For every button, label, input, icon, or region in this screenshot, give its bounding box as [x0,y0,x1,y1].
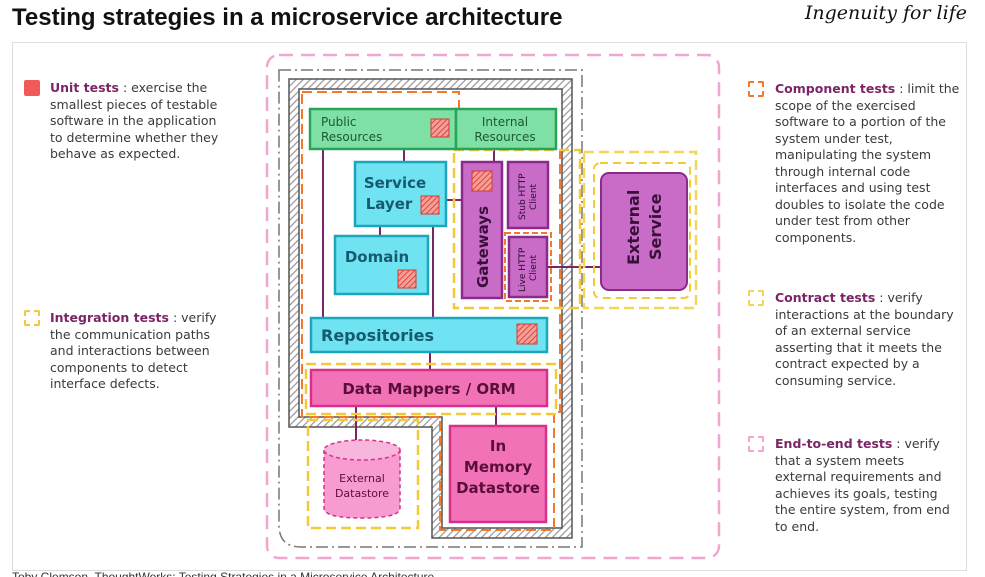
public-resources-box: Public Resources [308,107,458,151]
page-title: Testing strategies in a microservice arc… [12,4,563,31]
contract-test-swatch [748,290,764,306]
legend-line: : verify [875,290,923,305]
in-memory-datastore-label-line1: In [490,437,506,455]
external-service-label-line2: Service [646,193,665,260]
legend-line: under test from other [775,213,910,228]
microservice-boundary [278,69,583,548]
brand-logo: Ingenuity for life [804,2,967,24]
in-memory-datastore-label-line3: Datastore [456,479,540,497]
legend-line: the communication paths [50,326,211,342]
legend-line: manipulating the system [775,147,932,162]
service-hatched-border [288,78,573,539]
gateways-label: Gateways [474,206,492,288]
component-test-swatch [748,81,764,97]
legend-line: doubles to isolate the code [775,196,945,212]
in-memory-datastore-label-line2: Memory [464,458,532,476]
contract-tests-legend: Contract tests : verify interactions at … [775,290,975,389]
repositories-label: Repositories [321,326,434,345]
repositories-box: Repositories [309,316,549,354]
legend-line: asserting that it meets the [775,339,942,355]
unit-test-marker [430,118,450,138]
legend-line: : limit the [895,81,960,96]
domain-label: Domain [345,248,409,266]
legend-line: interactions at the boundary [775,306,954,322]
legend-line: and interactions between [50,343,210,358]
external-datastore-cylinder: External Datastore [323,439,401,519]
public-resources-label-line2: Resources [321,130,382,144]
internal-resources-box: Internal Resources [454,107,558,151]
legend-line: : verify [168,310,217,325]
integration-tests-heading: Integration tests [50,310,169,325]
service-layer-label-line1: Service [364,174,426,192]
e2e-tests-legend: End-to-end tests : verify that a system … [775,436,975,535]
internal-resources-label-line2: Resources [474,130,535,144]
unit-tests-legend: Unit tests : exercise the smallest piece… [50,80,250,163]
e2e-boundary [265,53,721,560]
external-datastore-label-line1: External [339,472,385,485]
live-client-component-boundary [504,232,552,302]
legend-line: components. [775,229,857,245]
domain-box: Domain [333,234,430,296]
live-http-client-box: Live HTTP Client [507,235,549,299]
data-mappers-box: Data Mappers / ORM [309,368,549,408]
legend-line: smallest pieces of testable [50,96,218,112]
service-layer-label-line2: Layer [366,195,413,213]
legend-line: contract expected by a [775,356,920,371]
legend-line: : verify [892,436,940,451]
external-datastore-label-line2: Datastore [335,487,389,500]
component-tests-heading: Component tests [775,81,896,96]
internal-resources-label-line1: Internal [482,115,528,129]
external-service-box: External Service [600,172,688,291]
in-memory-datastore-box: In Memory Datastore [448,424,548,524]
unit-test-marker [420,195,440,215]
external-service-boundary [593,162,691,299]
legend-line: through internal code [775,163,911,179]
legend-line: that a system meets [775,452,905,468]
data-mappers-label: Data Mappers / ORM [342,380,515,398]
legend-line: system under test, [775,130,893,146]
legend-line: to end. [775,518,820,534]
connectors [322,148,604,440]
e2e-tests-heading: End-to-end tests [775,436,893,451]
contract-tests-heading: Contract tests [775,290,876,305]
unit-test-marker [471,170,493,192]
stub-http-client-label-line1: Stub HTTP [518,173,528,220]
legend-line: behave as expected. [50,146,181,161]
legend-line: to determine whether they [50,129,219,145]
integration-boundary-datastore [306,418,420,530]
legend-line: of an external service [775,323,911,338]
unit-tests-heading: Unit tests [50,80,119,95]
legend-line: achieves its goals, testing [775,485,938,501]
stub-http-client-box: Stub HTTP Client [506,160,550,230]
service-layer-box: Service Layer [353,160,448,228]
integration-tests-legend: Integration tests : verify the communica… [50,310,250,393]
live-http-client-label-line1: Live HTTP [518,247,528,292]
unit-test-marker [397,269,417,289]
legend-line: scope of the exercised [775,97,916,113]
gateways-box: Gateways [460,160,504,300]
external-service-label-line1: External [624,190,643,265]
legend-line: interfaces and using test [775,180,931,195]
integration-boundary-data [304,362,558,416]
public-resources-label-line1: Public [321,115,357,129]
stub-http-client-label-line2: Client [529,183,539,210]
legend-line: consuming service. [775,372,897,388]
legend-line: interface defects. [50,376,160,391]
unit-test-swatch [24,80,40,96]
live-http-client-label-line2: Client [529,254,539,281]
component-tests-legend: Component tests : limit the scope of the… [775,81,975,246]
integration-test-swatch [24,310,40,326]
legend-line: : exercise the [118,80,208,95]
legend-line: external requirements and [775,469,942,484]
legend-line: software to a portion of the [775,114,946,129]
legend-line: the entire system, from end [775,502,950,517]
unit-test-marker [516,323,538,345]
legend-line: components to detect [50,359,188,375]
contract-boundary [582,150,698,310]
legend-line: software in the application [50,113,217,128]
source-caption: Toby Clemson, ThoughtWorks: Testing Stra… [12,570,435,577]
e2e-test-swatch [748,436,764,452]
